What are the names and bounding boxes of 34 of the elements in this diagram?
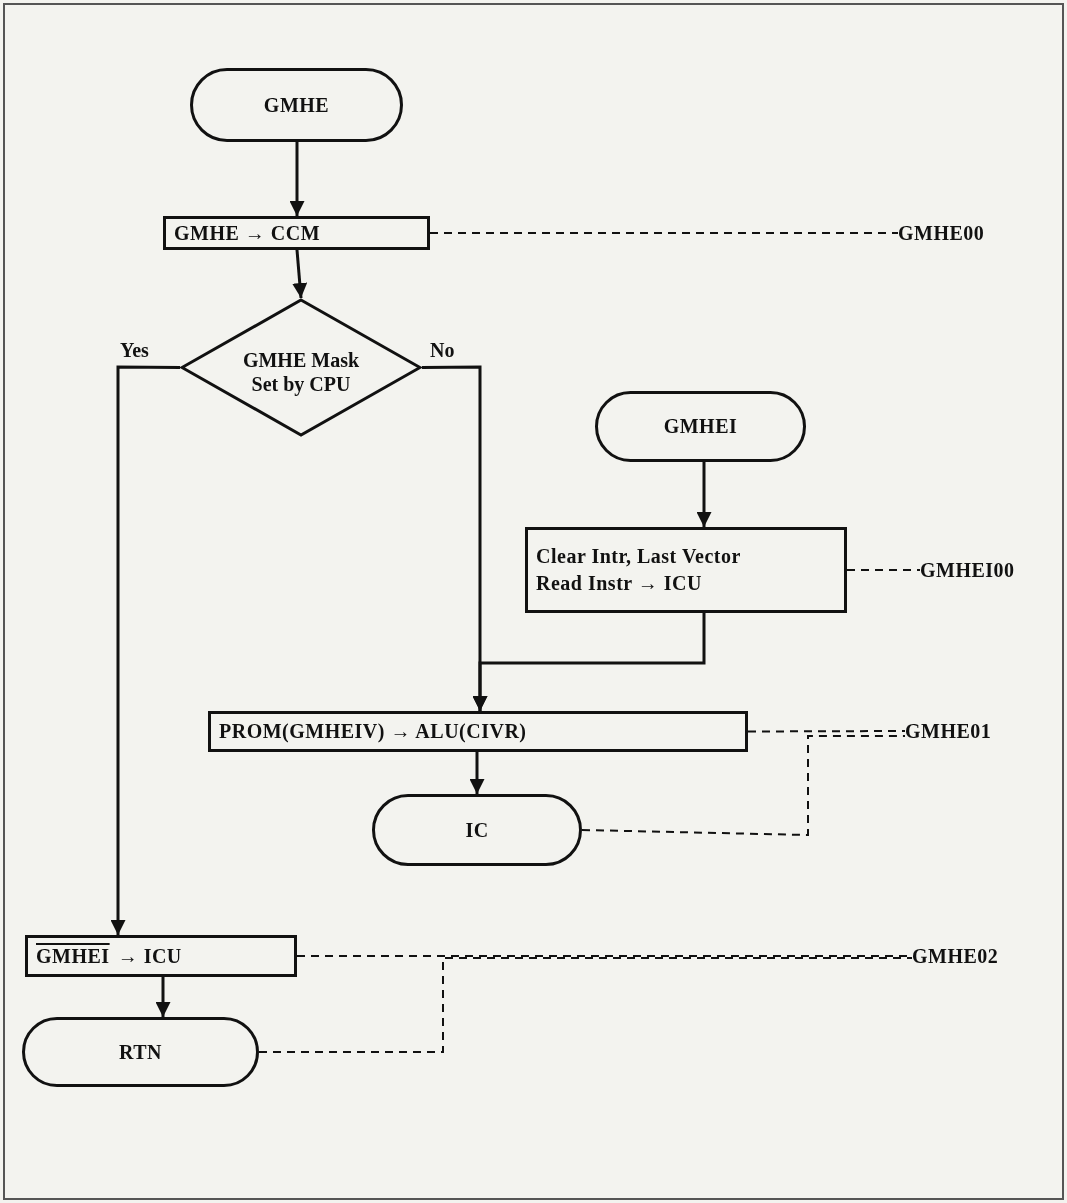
leader-line	[258, 957, 913, 1053]
node-text: GMHEI	[36, 943, 110, 969]
arrow	[472, 613, 706, 711]
node-text: GMHE → CCM	[174, 220, 322, 246]
node-text: PROM(GMHEIV) → ALU(CIVR)	[219, 719, 528, 745]
leader-line	[747, 730, 906, 733]
node-text: GMHE00	[898, 220, 985, 246]
arrow	[696, 462, 712, 527]
leader-line	[429, 232, 899, 234]
leader-line	[846, 569, 921, 571]
node-text: GMHE Mask Set by CPU	[241, 347, 361, 396]
decision-diamond	[180, 298, 422, 437]
node-text: → ICU	[117, 943, 182, 969]
node-text: GMHEI	[663, 414, 738, 439]
node-text: GMHEI00	[920, 557, 1015, 583]
node-text: GMHE	[263, 92, 330, 118]
node-text: Clear Intr, Last Vector	[536, 544, 742, 569]
process-box	[525, 527, 847, 613]
arrow	[469, 752, 485, 794]
arrow	[155, 977, 171, 1017]
leader-line	[581, 735, 906, 837]
process-box	[25, 935, 297, 977]
node-text: Read Instr → ICU	[536, 571, 703, 596]
edge-label: Yes	[118, 340, 151, 360]
node-text: GMHE01	[905, 718, 992, 744]
arrow	[110, 365, 180, 935]
node-text: RTN	[119, 1039, 162, 1065]
node-text: IC	[465, 817, 489, 843]
node-text: GMHE02	[912, 943, 999, 969]
arrow	[289, 142, 305, 216]
edge-label: No	[428, 340, 457, 360]
process-box	[208, 711, 748, 752]
process-box	[163, 216, 430, 250]
arrow	[292, 249, 308, 299]
